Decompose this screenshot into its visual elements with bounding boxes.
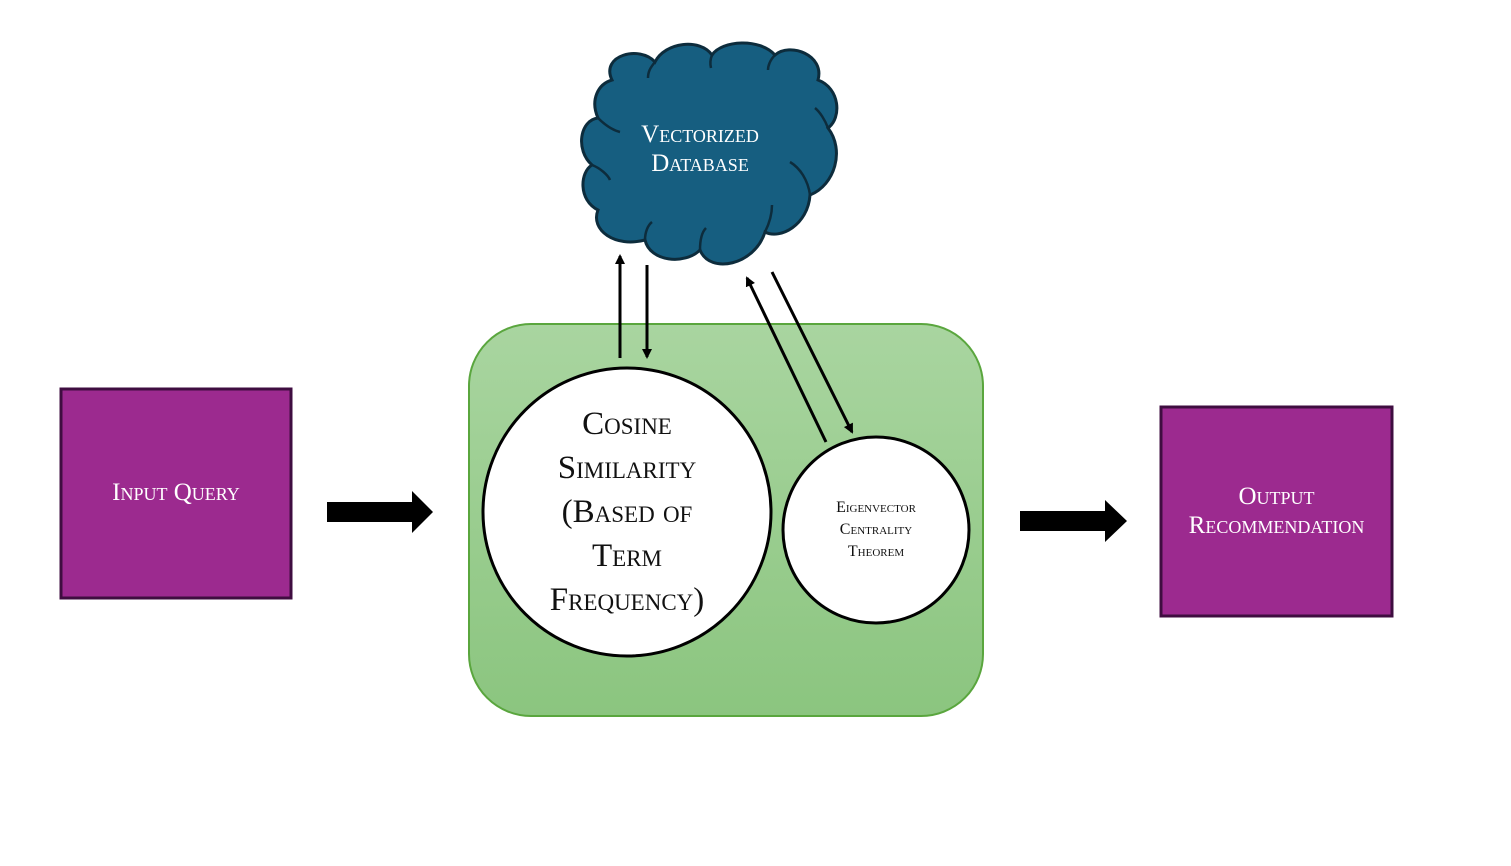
process-to-output-arrow (1020, 500, 1127, 542)
cosine-line-5: Frequency) (549, 582, 705, 618)
eigenvector-centrality-label: Eigenvector Centrality Theorem (796, 495, 956, 565)
output-line-1: Output (1238, 482, 1315, 510)
output-recommendation-box[interactable] (1159, 405, 1394, 618)
database-to-eigen-arrow (770, 271, 854, 434)
output-recommendation-label: Output Recommendation (1161, 407, 1392, 616)
input-query-box[interactable] (59, 387, 293, 600)
eigen-to-database-arrow (745, 276, 828, 443)
database-label: Vectorized Database (600, 112, 800, 188)
cosine-line-2: Similarity (557, 450, 697, 486)
eigen-line-3: Theorem (847, 543, 905, 560)
input-query-text: Input Query (112, 479, 240, 507)
cosine-line-4: Term (592, 538, 662, 574)
eigenvector-centrality-node[interactable] (781, 435, 971, 625)
cosine-similarity-label: Cosine Similarity (Based of Term Frequen… (497, 400, 757, 624)
input-to-process-arrow (327, 491, 433, 533)
database-line-1: Vectorized (641, 121, 759, 149)
output-line-2: Recommendation (1188, 511, 1365, 539)
cosine-line-1: Cosine (582, 406, 672, 442)
cosine-line-3: (Based of (561, 494, 693, 530)
input-query-label: Input Query (61, 389, 291, 598)
eigen-line-1: Eigenvector (836, 499, 916, 516)
cosine-similarity-node[interactable] (481, 366, 773, 658)
database-line-2: Database (651, 150, 749, 177)
eigen-line-2: Centrality (839, 521, 913, 538)
vectorized-database-cloud[interactable] (580, 41, 839, 266)
